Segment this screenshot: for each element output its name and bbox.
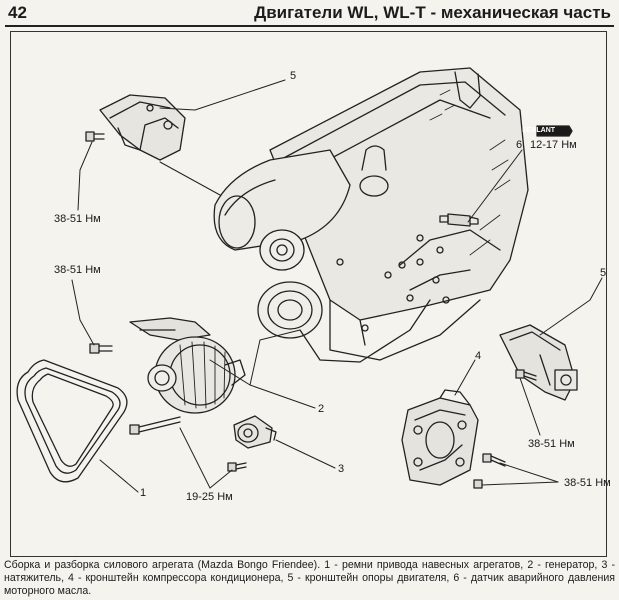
tensioner-bolt bbox=[227, 462, 247, 472]
engine-block-drawing bbox=[213, 67, 529, 363]
callout-6: 6 bbox=[516, 139, 522, 151]
oil-pressure-sensor bbox=[439, 213, 479, 227]
ac-compressor-bracket bbox=[401, 389, 479, 486]
bolt-top-left bbox=[85, 131, 105, 142]
sealant-tag bbox=[536, 125, 573, 137]
page-header: 42 Двигатели WL, WL-T - механическая час… bbox=[0, 0, 619, 27]
alternator bbox=[129, 317, 246, 414]
sealant-label: SEALANT bbox=[522, 127, 556, 134]
callout-5-right: 5 bbox=[600, 267, 606, 279]
torque-38-51-right: 38-51 Нм bbox=[528, 438, 575, 450]
callout-4: 4 bbox=[475, 350, 481, 362]
figure-frame bbox=[10, 31, 607, 557]
bolt-compressor-1 bbox=[482, 453, 506, 467]
leader-lines bbox=[71, 79, 603, 493]
section-title: Двигатели WL, WL-T - механическая часть bbox=[254, 3, 611, 22]
alternator-bolt bbox=[129, 416, 181, 435]
torque-38-51-left: 38-51 Нм bbox=[54, 264, 101, 276]
engine-mount-bracket-right bbox=[499, 324, 578, 401]
figure-caption: Сборка и разборка силового агрегата (Maz… bbox=[4, 559, 615, 597]
torque-12-17: 12-17 Нм bbox=[530, 139, 577, 151]
callout-5-top: 5 bbox=[290, 70, 296, 82]
callout-2: 2 bbox=[318, 403, 324, 415]
header-rule bbox=[5, 25, 614, 27]
belt-tensioner bbox=[233, 415, 277, 449]
page-number: 42 bbox=[8, 3, 27, 22]
bolt-left bbox=[89, 343, 113, 354]
torque-38-51-top: 38-51 Нм bbox=[54, 213, 101, 225]
engine-mount-bracket-top bbox=[99, 94, 186, 161]
callout-3: 3 bbox=[338, 463, 344, 475]
torque-38-51-bottom: 38-51 Нм bbox=[564, 477, 611, 489]
bolt-compressor-2 bbox=[473, 479, 483, 489]
torque-19-25: 19-25 Нм bbox=[186, 491, 233, 503]
drive-belt bbox=[16, 359, 128, 483]
callout-1: 1 bbox=[140, 487, 146, 499]
